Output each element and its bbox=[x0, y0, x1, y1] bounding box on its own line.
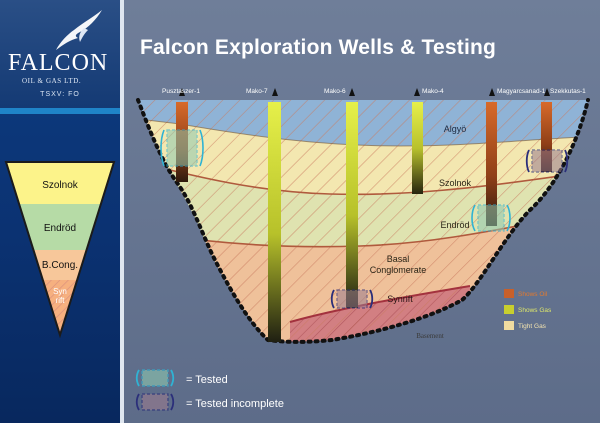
legend-tested-icon bbox=[135, 369, 175, 387]
sidebar-divider bbox=[120, 0, 124, 423]
well-label-mako-7: Mako-7 bbox=[246, 88, 268, 95]
falcon-logo-icon bbox=[56, 10, 102, 50]
key-swatch-yellow bbox=[504, 305, 514, 314]
legend-tested-label: = Tested bbox=[186, 374, 228, 386]
key-label-gas: Shows Gas bbox=[518, 307, 552, 314]
well-mako-6 bbox=[346, 102, 358, 308]
incomplete-marker-szekkutas bbox=[525, 149, 569, 173]
well-label-szekkutas-1: Szekkutas-1 bbox=[550, 88, 586, 95]
sidebar-accent-stripe bbox=[0, 108, 120, 114]
triangle-rift-word: rift bbox=[56, 296, 66, 305]
triangle-label-bcong: B.Cong. bbox=[42, 260, 78, 271]
basin-boundary bbox=[136, 98, 590, 344]
tested-marker-pusztaszer bbox=[160, 129, 204, 167]
triangle-synrift-word: Syn bbox=[53, 287, 67, 296]
sidebar-header-band bbox=[0, 0, 120, 108]
label-synrift: Synrift bbox=[387, 294, 413, 304]
legend-incomplete-label: = Tested incomplete bbox=[186, 398, 284, 410]
label-basement: Basement bbox=[416, 332, 444, 340]
stock-ticker: TSXV: FO bbox=[40, 91, 80, 98]
company-logo: FALCON OIL & GAS LTD. TSXV: FO bbox=[0, 0, 120, 108]
label-szolnok: Szolnok bbox=[439, 178, 472, 188]
well-mako-4 bbox=[412, 102, 423, 194]
incomplete-marker-mako-6 bbox=[330, 289, 374, 309]
shows-key: Shows Oil Shows Gas Tight Gas bbox=[504, 289, 552, 330]
well-mako-7 bbox=[268, 102, 281, 342]
triangle-label-szolnok: Szolnok bbox=[42, 180, 79, 191]
brand-subtitle: OIL & GAS LTD. bbox=[22, 77, 82, 85]
well-magyarcsanad-1 bbox=[486, 102, 497, 226]
label-algyo: Algyö bbox=[444, 124, 467, 134]
well-label-pusztaszer-1: Pusztaszer-1 bbox=[162, 88, 200, 95]
brand-name: FALCON bbox=[8, 50, 109, 76]
key-label-tight: Tight Gas bbox=[518, 323, 547, 330]
label-basal: Basal bbox=[387, 254, 410, 264]
sidebar: FALCON OIL & GAS LTD. TSXV: FO Szolnok E… bbox=[0, 0, 120, 423]
well-label-mako-4: Mako-4 bbox=[422, 88, 444, 95]
key-swatch-hatched bbox=[504, 321, 514, 330]
key-label-oil: Shows Oil bbox=[518, 291, 548, 298]
label-conglomerate: Conglomerate bbox=[370, 265, 427, 275]
derrick-markers bbox=[179, 88, 550, 96]
well-label-mako-6: Mako-6 bbox=[324, 88, 346, 95]
well-szekkutas-1 bbox=[541, 102, 552, 172]
key-swatch-orange bbox=[504, 289, 514, 298]
triangle-szolnok-band bbox=[6, 162, 114, 204]
slide-title: Falcon Exploration Wells & Testing bbox=[140, 36, 497, 59]
label-endrod: Endröd bbox=[440, 220, 469, 230]
tested-marker-magyarcsanad bbox=[471, 204, 511, 232]
legend-incomplete-icon bbox=[135, 393, 175, 411]
well-label-magyarcsanad-1: Magyarcsanad-1 bbox=[497, 88, 546, 95]
triangle-label-endrod: Endröd bbox=[44, 223, 76, 234]
